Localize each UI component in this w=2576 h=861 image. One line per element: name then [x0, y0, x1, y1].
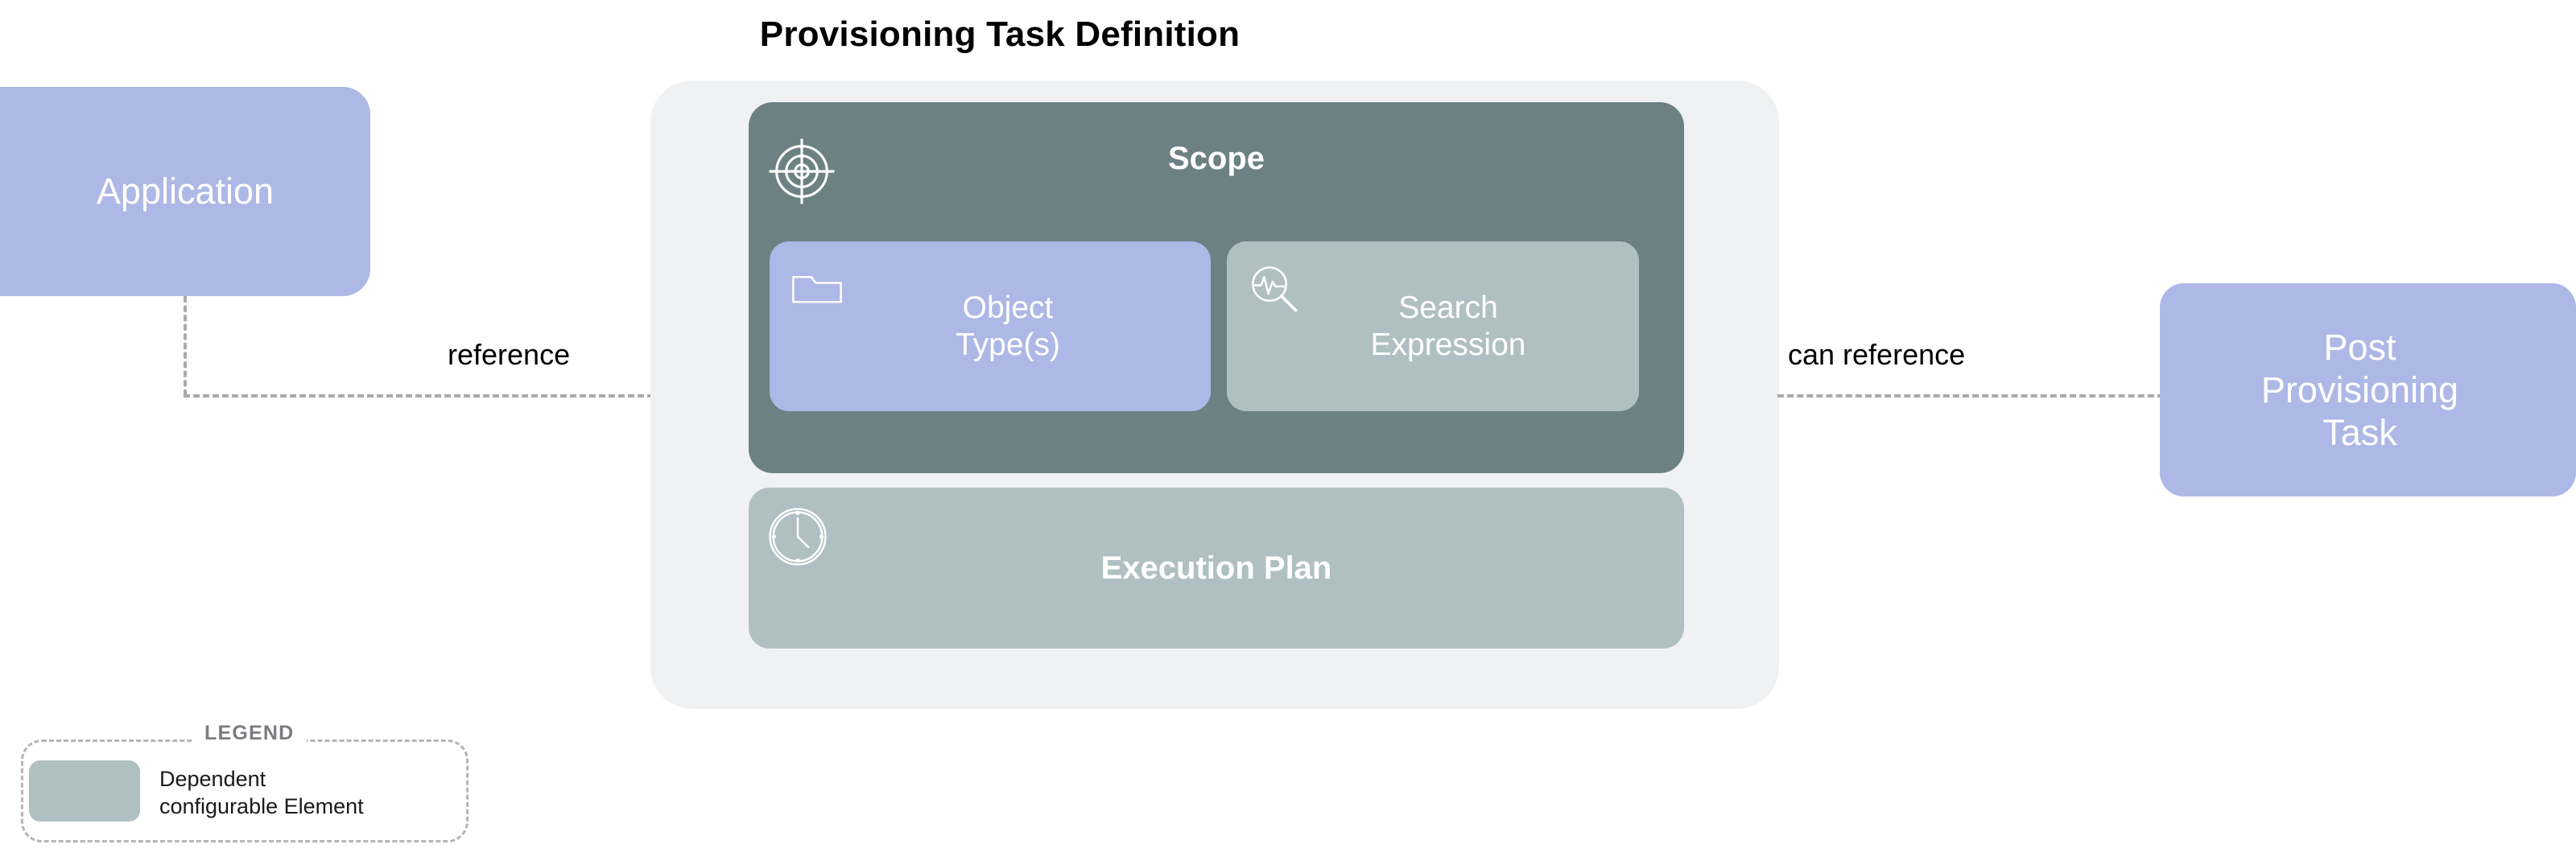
- node-execution-plan-label: Execution Plan: [1100, 550, 1332, 586]
- connector-post-task-horizontal: [1777, 394, 2164, 398]
- connector-application-horizontal: [184, 394, 654, 398]
- search-pulse-icon: [1245, 259, 1304, 319]
- node-post-provisioning-task[interactable]: Post Provisioning Task: [2160, 283, 2576, 496]
- node-search-expression[interactable]: Search Expression: [1227, 241, 1639, 411]
- clock-icon: [765, 504, 831, 570]
- legend-title: LEGEND: [192, 722, 308, 745]
- group-scope-label: Scope: [1167, 141, 1265, 176]
- connector-label-can-reference: can reference: [1788, 338, 1966, 371]
- connector-label-reference: reference: [448, 338, 571, 371]
- node-post-provisioning-task-label: Post Provisioning Task: [2260, 326, 2459, 454]
- folder-icon: [787, 259, 847, 319]
- node-search-expression-label: Search Expression: [1370, 290, 1526, 362]
- page-title: Provisioning Task Definition: [759, 14, 1241, 54]
- target-crosshair-icon: [765, 134, 839, 208]
- group-scope[interactable]: Scope Object Type(s): [749, 102, 1684, 473]
- node-object-types-label: Object Type(s): [955, 290, 1061, 362]
- provisioning-task-definition-container: Scope Object Type(s): [650, 80, 1779, 709]
- node-execution-plan[interactable]: Execution Plan: [749, 488, 1684, 649]
- legend-swatch-dependent-element: [29, 760, 140, 822]
- legend-item-label: Dependent configurable Element: [159, 767, 364, 818]
- node-application-label: Application: [96, 170, 275, 212]
- node-application[interactable]: Application: [0, 87, 370, 296]
- connector-application-vertical: [184, 296, 187, 396]
- node-object-types[interactable]: Object Type(s): [770, 241, 1211, 411]
